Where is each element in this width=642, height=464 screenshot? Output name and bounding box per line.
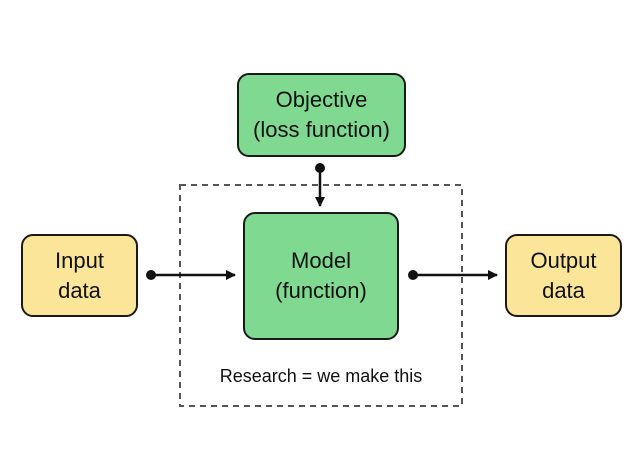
input-subtitle: data [58, 277, 101, 303]
objective-to-model-arrow [315, 163, 325, 207]
model-node: Model (function) [243, 212, 399, 340]
objective-subtitle: (loss function) [253, 117, 390, 142]
output-data-node: Output data [505, 234, 622, 317]
model-title: Model [291, 248, 351, 273]
research-region-caption: Research = we make this [219, 366, 423, 386]
input-title: Input [55, 247, 104, 273]
output-subtitle: data [542, 277, 585, 303]
input-data-node: Input data [21, 234, 138, 317]
input-to-model-arrow [146, 270, 236, 280]
objective-node: Objective (loss function) [237, 73, 406, 157]
model-to-output-arrow [408, 270, 498, 280]
model-subtitle: (function) [275, 278, 367, 303]
research-region-border [179, 184, 463, 407]
output-title: Output [530, 247, 597, 273]
objective-title: Objective [275, 87, 368, 112]
